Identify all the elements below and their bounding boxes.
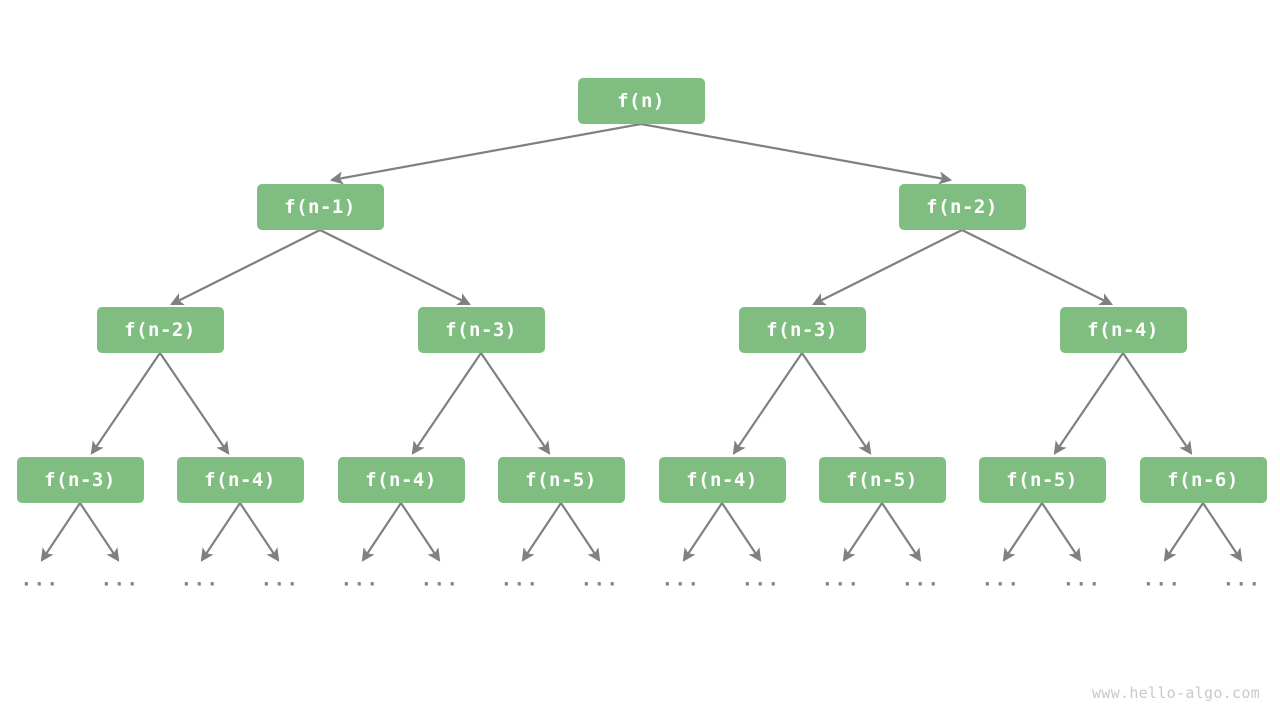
edge-l3n0-right	[79, 502, 120, 562]
edge-l2n1-left	[411, 352, 482, 455]
edge-root-to-fn1	[329, 122, 642, 185]
edge-l3n1-left	[200, 502, 241, 562]
edge-l2n0-left	[90, 352, 161, 455]
ellipsis-marker-4: ···	[340, 573, 380, 596]
ellipsis-marker-6: ···	[500, 573, 540, 596]
edge-fn1-to-fn3	[319, 229, 471, 306]
edge-l3n3-left	[521, 502, 562, 562]
tree-node-l2-0[interactable]: f(n-2)	[96, 307, 224, 353]
tree-node-l3-6[interactable]: f(n-5)	[978, 457, 1106, 503]
edge-fn2-to-fn4	[961, 229, 1113, 306]
edge-l3n2-left	[361, 502, 402, 562]
tree-node-l0-0[interactable]: f(n)	[577, 78, 705, 124]
edge-l3n4-right	[721, 502, 762, 562]
ellipsis-marker-12: ···	[981, 573, 1021, 596]
ellipsis-marker-11: ···	[901, 573, 941, 596]
edge-fn2-to-fn3	[812, 229, 963, 305]
tree-node-l2-3[interactable]: f(n-4)	[1059, 307, 1187, 353]
edge-l3n2-right	[400, 502, 441, 562]
edge-l2n1-right	[480, 352, 551, 455]
edge-root-to-fn2	[640, 122, 953, 185]
edge-l3n5-right	[881, 502, 922, 562]
ellipsis-marker-13: ···	[1062, 573, 1102, 596]
tree-node-l3-7[interactable]: f(n-6)	[1139, 457, 1267, 503]
ellipsis-marker-1: ···	[100, 573, 140, 596]
edge-l3n6-right	[1041, 502, 1082, 562]
edge-fn1-to-fn2	[170, 229, 321, 305]
edge-l2n2-left	[732, 352, 803, 455]
ellipsis-marker-7: ···	[580, 573, 620, 596]
ellipsis-marker-3: ···	[260, 573, 300, 596]
ellipsis-marker-15: ···	[1222, 573, 1262, 596]
edge-l2n2-right	[801, 352, 872, 455]
ellipsis-marker-8: ···	[661, 573, 701, 596]
tree-node-l2-1[interactable]: f(n-3)	[417, 307, 545, 353]
watermark-label: www.hello-algo.com	[1092, 684, 1260, 702]
edge-l2n3-right	[1122, 352, 1193, 455]
tree-node-l1-1[interactable]: f(n-2)	[898, 184, 1026, 230]
edge-l3n4-left	[682, 502, 723, 562]
edge-l3n7-left	[1163, 502, 1204, 562]
ellipsis-marker-9: ···	[741, 573, 781, 596]
edge-l3n7-right	[1202, 502, 1243, 562]
tree-node-l3-4[interactable]: f(n-4)	[658, 457, 786, 503]
ellipsis-marker-0: ···	[20, 573, 60, 596]
ellipsis-marker-2: ···	[180, 573, 220, 596]
tree-node-l3-2[interactable]: f(n-4)	[337, 457, 465, 503]
edge-l2n0-right	[159, 352, 230, 455]
edge-l3n5-left	[842, 502, 883, 562]
tree-node-l1-0[interactable]: f(n-1)	[256, 184, 384, 230]
ellipsis-marker-5: ···	[420, 573, 460, 596]
edge-l2n3-left	[1053, 352, 1124, 455]
edge-l3n3-right	[560, 502, 601, 562]
tree-node-l3-3[interactable]: f(n-5)	[497, 457, 625, 503]
edge-l3n1-right	[239, 502, 280, 562]
tree-node-l2-2[interactable]: f(n-3)	[738, 307, 866, 353]
ellipsis-marker-14: ···	[1142, 573, 1182, 596]
tree-node-l3-0[interactable]: f(n-3)	[16, 457, 144, 503]
tree-node-l3-5[interactable]: f(n-5)	[818, 457, 946, 503]
edge-l3n6-left	[1002, 502, 1043, 562]
tree-node-l3-1[interactable]: f(n-4)	[176, 457, 304, 503]
edge-l3n0-left	[40, 502, 81, 562]
ellipsis-marker-10: ···	[821, 573, 861, 596]
